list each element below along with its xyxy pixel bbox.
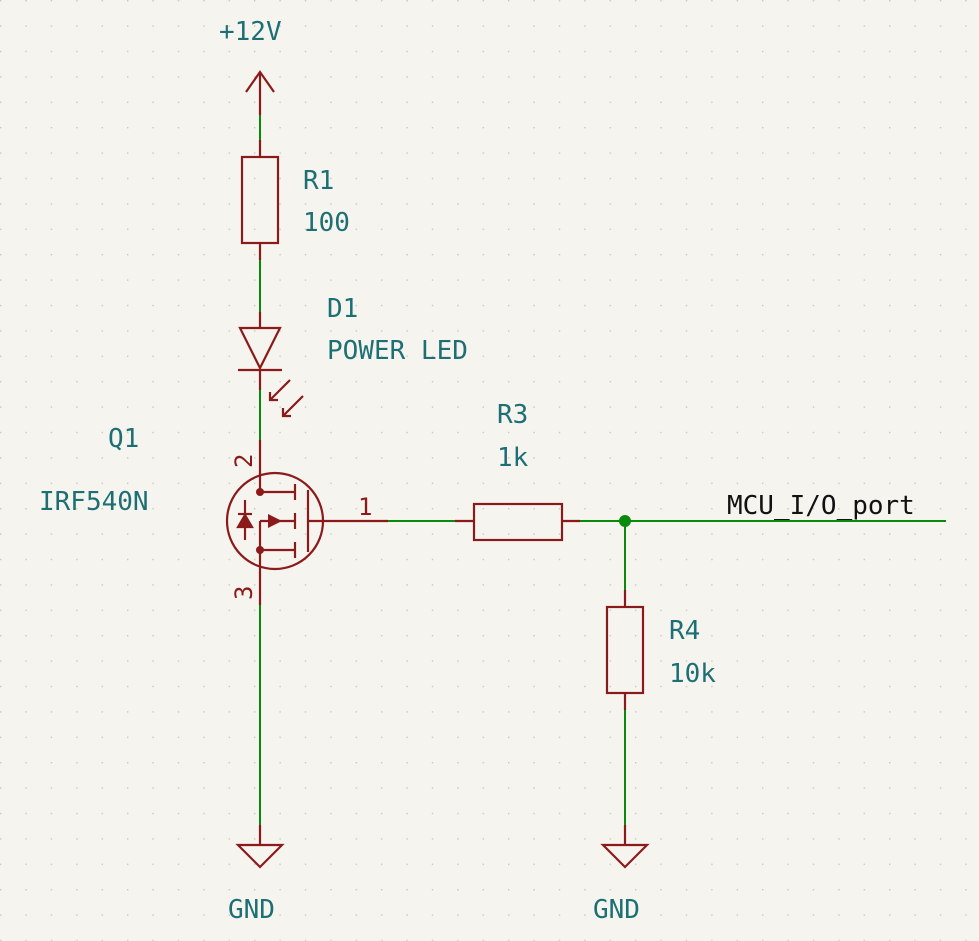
junction-dot: [619, 515, 631, 527]
q1-pin-source-number: 3: [230, 586, 258, 600]
q1-ref-label: Q1: [108, 424, 139, 454]
q1-pin-gate-number: 1: [358, 493, 372, 521]
gnd-symbol-left[interactable]: [235, 825, 285, 869]
r1-ref-label: R1: [303, 166, 334, 196]
r4-ref-label: R4: [669, 616, 700, 646]
q1-value-label: IRF540N: [39, 487, 149, 517]
mosfet-source-dot: [256, 546, 264, 554]
mosfet-drain-dot: [256, 488, 264, 496]
gnd-left-label: GND: [228, 895, 275, 925]
r3-value-label: 1k: [497, 443, 529, 473]
resistor-r3[interactable]: [455, 502, 580, 542]
r3-ref-label: R3: [497, 400, 528, 430]
mosfet-q1[interactable]: [225, 440, 388, 605]
power-12v-symbol[interactable]: [245, 70, 275, 115]
power-12v-label: +12V: [219, 17, 282, 47]
light-emission-arrows-icon: [268, 379, 304, 418]
gnd-right-label: GND: [593, 895, 640, 925]
body-diode-icon: [236, 500, 254, 540]
mosfet-channel-arrow-icon: [268, 514, 282, 528]
mcu-io-port-net-label[interactable]: MCU_I/O_port: [727, 491, 915, 521]
d1-value-label: POWER LED: [327, 336, 468, 366]
resistor-r1[interactable]: [240, 140, 280, 260]
resistor-r4[interactable]: [605, 590, 645, 710]
r4-value-label: 10k: [669, 659, 716, 689]
led-d1[interactable]: [238, 312, 304, 418]
gnd-symbol-right[interactable]: [600, 825, 650, 869]
q1-pin-drain-number: 2: [230, 454, 258, 468]
r1-value-label: 100: [303, 208, 350, 238]
wires: [259, 115, 946, 825]
d1-ref-label: D1: [327, 294, 358, 324]
